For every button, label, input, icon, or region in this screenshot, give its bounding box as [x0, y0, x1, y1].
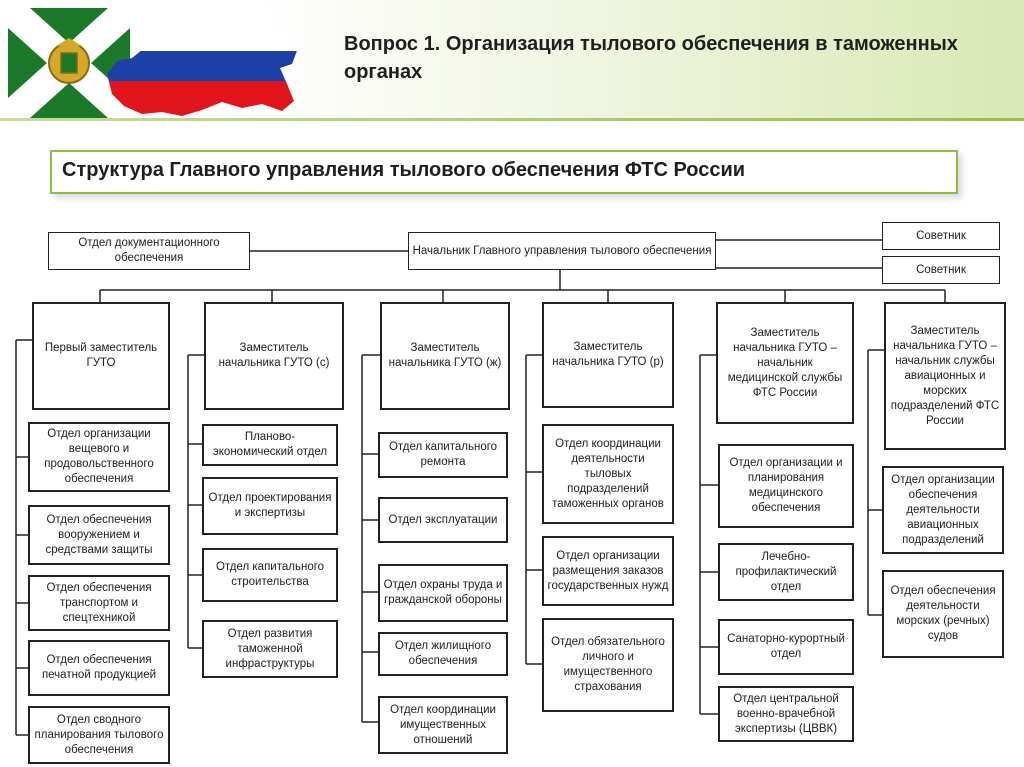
customs-flag-emblem-icon: [8, 8, 130, 118]
dept-box: Отдел охраны труда и гражданской обороны: [378, 564, 508, 622]
dept-box: Отдел эксплуатации: [378, 497, 508, 543]
dept-box: Отдел обеспечения печатной продукцией: [28, 640, 170, 696]
deputy-box-4: Заместитель начальника ГУТО (р): [542, 302, 674, 408]
dept-box: Отдел центральной военно-врачебной экспе…: [718, 686, 854, 742]
dept-box: Отдел организации и планирования медицин…: [718, 444, 854, 528]
dept-box: Лечебно-профилактический отдел: [718, 543, 854, 601]
dept-box: Отдел капитального строительства: [202, 548, 338, 602]
dept-box: Отдел сводного планирования тылового обе…: [28, 706, 170, 764]
deputy-box-5: Заместитель начальника ГУТО – начальник …: [716, 302, 854, 424]
deputy-box-2: Заместитель начальника ГУТО (с): [204, 302, 344, 410]
dept-box: Отдел обеспечения транспортом и спецтехн…: [28, 575, 170, 631]
slide-title: Вопрос 1. Организация тылового обеспечен…: [344, 33, 958, 83]
header-divider: [0, 118, 1024, 121]
dept-box: Отдел обязательного личного и имуществен…: [542, 618, 674, 712]
head-box: Начальник Главного управления тылового о…: [408, 232, 716, 270]
russia-map-flag-icon: [107, 10, 298, 116]
dept-box: Отдел проектирования и экспертизы: [202, 477, 338, 535]
deputy-box-3: Заместитель начальника ГУТО (ж): [380, 302, 510, 410]
dept-box: Отдел обеспечения деятельности морских (…: [882, 570, 1004, 658]
dept-box: Отдел координации деятельности тыловых п…: [542, 424, 674, 524]
dept-box: Отдел капитального ремонта: [378, 432, 508, 478]
advisor-box-1: Советник: [882, 222, 1000, 250]
dept-box: Отдел организации обеспечения деятельнос…: [882, 466, 1004, 554]
doc-dept-box: Отдел документационного обеспечения: [48, 232, 250, 270]
dept-box: Планово-экономический отдел: [202, 424, 338, 466]
dept-box: Санаторно-курортный отдел: [718, 619, 854, 675]
subtitle-text: Структура Главного управления тылового о…: [62, 159, 746, 181]
deputy-box-1: Первый заместитель ГУТО: [32, 302, 170, 410]
dept-box: Отдел координации имущественных отношени…: [378, 696, 508, 754]
dept-box: Отдел жилищного обеспечения: [378, 632, 508, 676]
dept-box: Отдел организации размещения заказов гос…: [542, 536, 674, 606]
dept-box: Отдел обеспечения вооружением и средства…: [28, 505, 170, 565]
deputy-box-6: Заместитель начальника ГУТО – начальник …: [884, 302, 1006, 450]
subtitle-box: Структура Главного управления тылового о…: [50, 150, 958, 194]
dept-box: Отдел развития таможенной инфраструктуры: [202, 620, 338, 678]
advisor-box-2: Советник: [882, 256, 1000, 284]
dept-box: Отдел организации вещевого и продовольст…: [28, 422, 170, 492]
